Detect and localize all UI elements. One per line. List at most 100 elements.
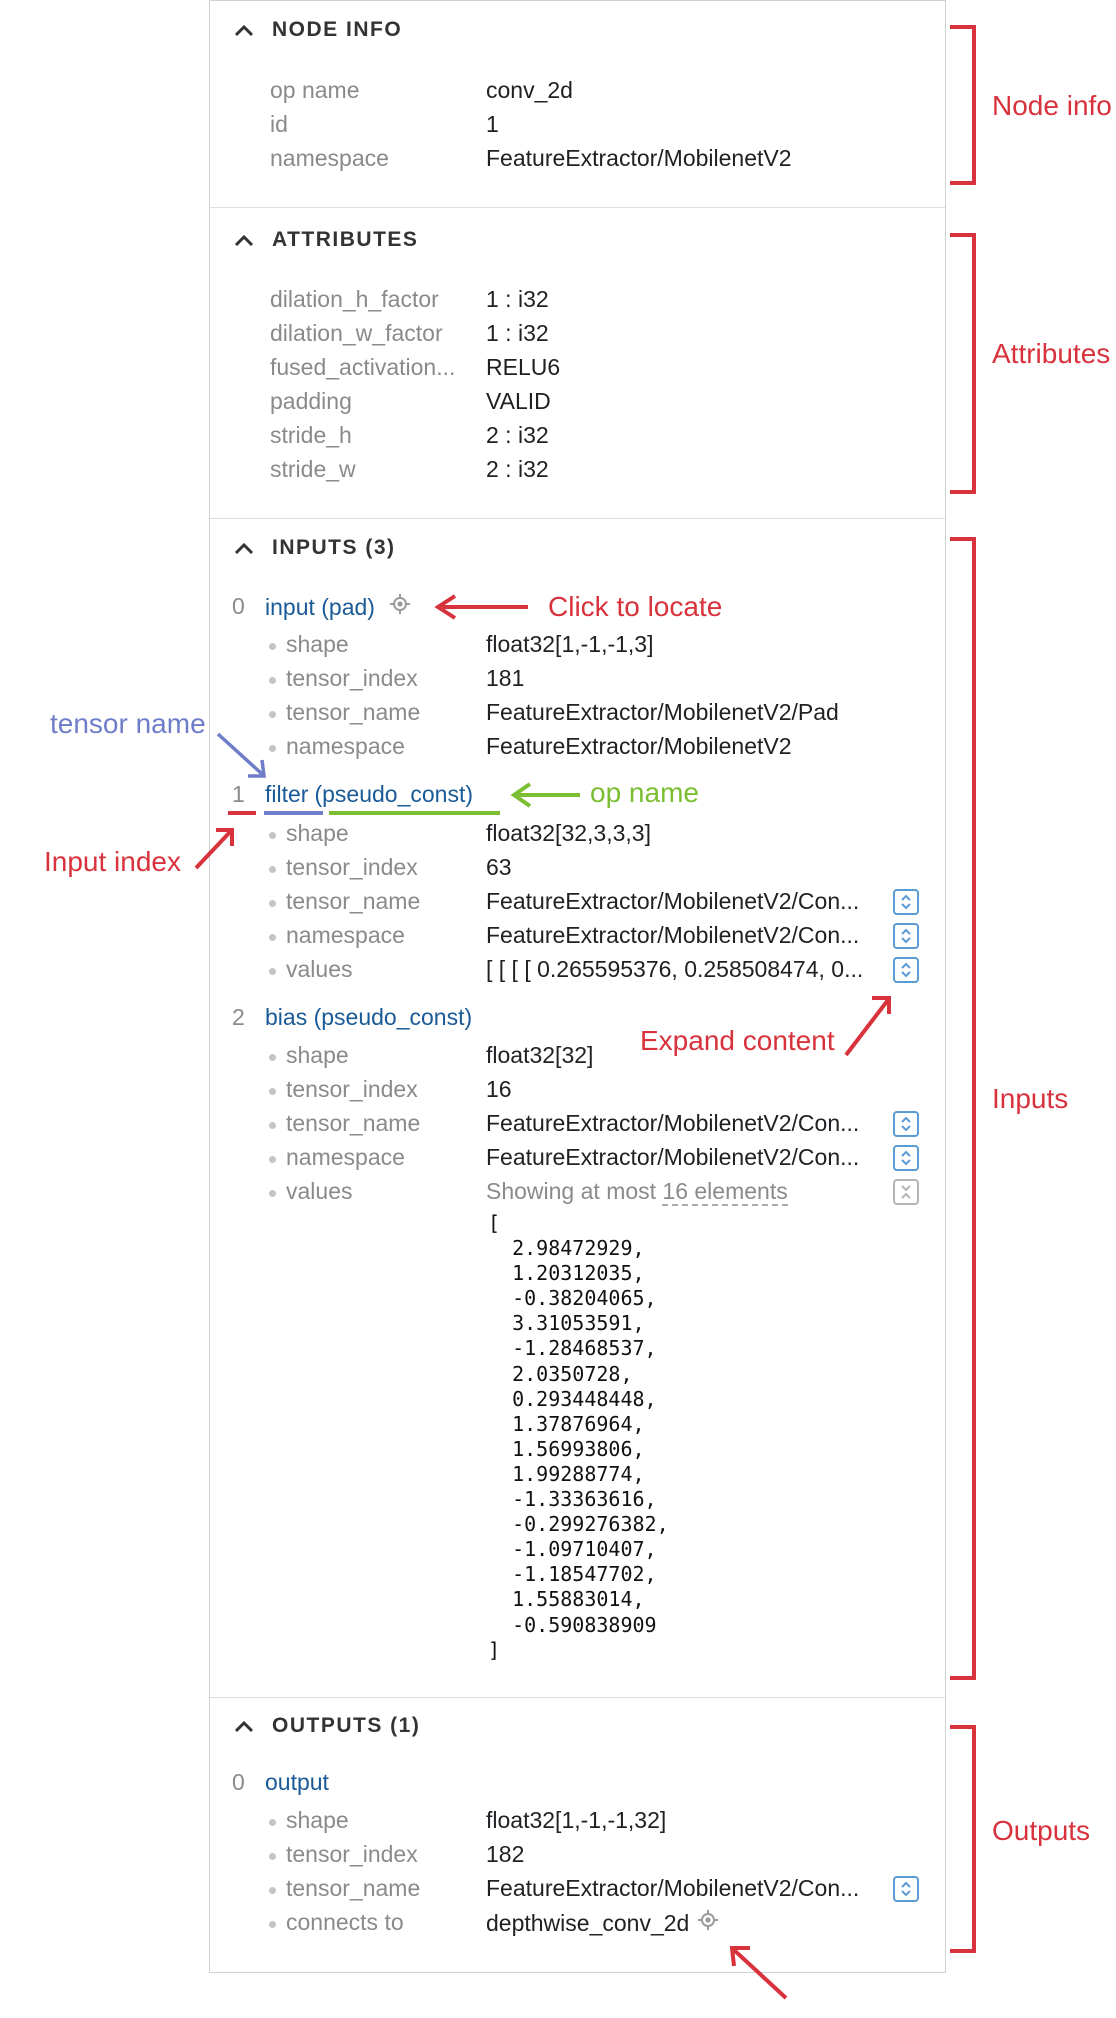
expand-button[interactable]: [893, 1876, 919, 1902]
bullet: [269, 1156, 276, 1163]
outputs-bracket: [950, 1725, 976, 1953]
attribute-value: 1 : i32: [486, 320, 549, 346]
expand-button[interactable]: [893, 923, 919, 949]
output-tensor-link[interactable]: output: [265, 1769, 329, 1796]
output-tensor-name[interactable]: output: [265, 1769, 329, 1795]
node-info-value: conv_2d: [486, 77, 573, 103]
expand-button[interactable]: [893, 889, 919, 915]
node-info-value: 1: [486, 111, 499, 137]
attribute-value: VALID: [486, 388, 551, 414]
expand-content-annotation: Expand content: [640, 1025, 835, 1056]
tensor-name-annotation: tensor name: [50, 708, 206, 739]
input-tensor-name[interactable]: filter: [265, 781, 309, 807]
attributes-header[interactable]: ATTRIBUTES: [230, 225, 418, 255]
collapse-button[interactable]: [893, 1179, 919, 1205]
attribute-value: RELU6: [486, 354, 561, 380]
input-attr-value: FeatureExtractor/MobilenetV2/Con...: [486, 1144, 860, 1170]
input-attr-value: FeatureExtractor/MobilenetV2/Con...: [486, 888, 860, 914]
bullet: [269, 934, 276, 941]
bullet: [269, 968, 276, 975]
node-info-panel: NODE INFO op name conv_2d id 1 namespace…: [209, 0, 946, 1973]
input-attr-value: FeatureExtractor/MobilenetV2/Con...: [486, 1110, 860, 1136]
inputs-section: INPUTS (3) 0 input (pad) shape float32[1…: [210, 519, 945, 1698]
node-info-title: NODE INFO: [272, 18, 403, 41]
attribute-key: stride_h: [270, 422, 352, 448]
attributes-annotation: Attributes: [992, 338, 1111, 369]
node-info-bracket: [950, 25, 976, 185]
input-attr-key: namespace: [286, 922, 405, 948]
input-index-annotation: Input index: [44, 846, 181, 877]
input-tensor-name[interactable]: bias (pseudo_const): [265, 1004, 473, 1030]
input-tensor-link[interactable]: input (pad): [265, 593, 411, 621]
input-attr-key: shape: [286, 820, 349, 846]
bullet: [269, 711, 276, 718]
output-connects-to[interactable]: depthwise_conv_2d: [486, 1909, 719, 1937]
attribute-value: 2 : i32: [486, 422, 549, 448]
expand-button[interactable]: [893, 957, 919, 983]
chevron-up-icon[interactable]: [230, 534, 258, 562]
node-info-section: NODE INFO op name conv_2d id 1 namespace…: [210, 1, 945, 208]
expand-button[interactable]: [893, 1145, 919, 1171]
input-attr-key: namespace: [286, 733, 405, 759]
expand-icon: [901, 1881, 911, 1897]
collapse-icon: [901, 1185, 911, 1199]
locate-icon[interactable]: [697, 1909, 719, 1937]
attributes-bracket: [950, 233, 976, 494]
bullet: [269, 1887, 276, 1894]
input-attr-key: shape: [286, 631, 349, 657]
attribute-key: dilation_w_factor: [270, 320, 443, 346]
inputs-bracket: [950, 537, 976, 1680]
bullet: [269, 643, 276, 650]
attribute-key: fused_activation...: [270, 354, 456, 380]
values-note-link[interactable]: 16 elements: [662, 1178, 788, 1206]
inputs-header[interactable]: INPUTS (3): [230, 533, 396, 563]
input-attr-value: 63: [486, 854, 512, 880]
input-attr-key: tensor_index: [286, 665, 418, 691]
outputs-header[interactable]: OUTPUTS (1): [230, 1711, 420, 1741]
bullet: [269, 1122, 276, 1129]
node-info-key: op name: [270, 77, 360, 103]
node-info-annotation: Node info: [992, 90, 1112, 121]
output-index: 0: [232, 1769, 245, 1795]
output-attr-key: tensor_name: [286, 1875, 421, 1901]
expand-icon: [901, 1116, 911, 1132]
bullet: [269, 745, 276, 752]
attributes-section: ATTRIBUTES dilation_h_factor 1 : i32 dil…: [210, 208, 945, 519]
input-attr-key: tensor_name: [286, 1110, 421, 1136]
values-note-text: Showing at most: [486, 1178, 663, 1204]
attribute-key: stride_w: [270, 456, 356, 482]
outputs-title: OUTPUTS (1): [272, 1714, 421, 1737]
input-attr-value: FeatureExtractor/MobilenetV2/Pad: [486, 699, 839, 725]
click-to-locate-annotation: Click to locate: [548, 591, 723, 622]
input-attr-key: namespace: [286, 1144, 405, 1170]
input-attr-value: float32[1,-1,-1,3]: [486, 631, 654, 657]
outputs-section: OUTPUTS (1) 0 output shape float32[1,-1,…: [210, 1698, 945, 1974]
input-attr-value: float32[32,3,3,3]: [486, 820, 651, 846]
expand-icon: [901, 1150, 911, 1166]
output-attr-key: connects to: [286, 1909, 404, 1935]
chevron-up-icon[interactable]: [230, 1712, 258, 1740]
attribute-value: 1 : i32: [486, 286, 549, 312]
expand-icon: [901, 894, 911, 910]
expand-button[interactable]: [893, 1111, 919, 1137]
input-tensor-name[interactable]: input (pad): [265, 593, 375, 620]
input-attr-value: 16: [486, 1076, 512, 1102]
input-attr-value: FeatureExtractor/MobilenetV2: [486, 733, 792, 759]
node-info-header[interactable]: NODE INFO: [230, 15, 402, 45]
bullet: [269, 1921, 276, 1928]
input-tensor-link[interactable]: bias (pseudo_const): [265, 1004, 472, 1031]
chevron-up-icon[interactable]: [230, 16, 258, 44]
input-attr-value: float32[32]: [486, 1042, 594, 1068]
chevron-up-icon[interactable]: [230, 226, 258, 254]
values-note: Showing at most 16 elements: [486, 1178, 788, 1206]
locate-icon[interactable]: [389, 593, 411, 621]
node-info-key: namespace: [270, 145, 389, 171]
input-tensor-link[interactable]: filter (pseudo_const): [265, 781, 473, 808]
input-attr-key: values: [286, 956, 353, 982]
input-attr-value: [ [ [ [ 0.265595376, 0.258508474, 0...: [486, 956, 864, 982]
output-connects-to-value[interactable]: depthwise_conv_2d: [486, 1909, 690, 1936]
input-op-name[interactable]: (pseudo_const): [314, 781, 473, 807]
input-attr-value: 181: [486, 665, 525, 691]
outputs-annotation: Outputs: [992, 1815, 1091, 1846]
node-info-key: id: [270, 111, 288, 137]
